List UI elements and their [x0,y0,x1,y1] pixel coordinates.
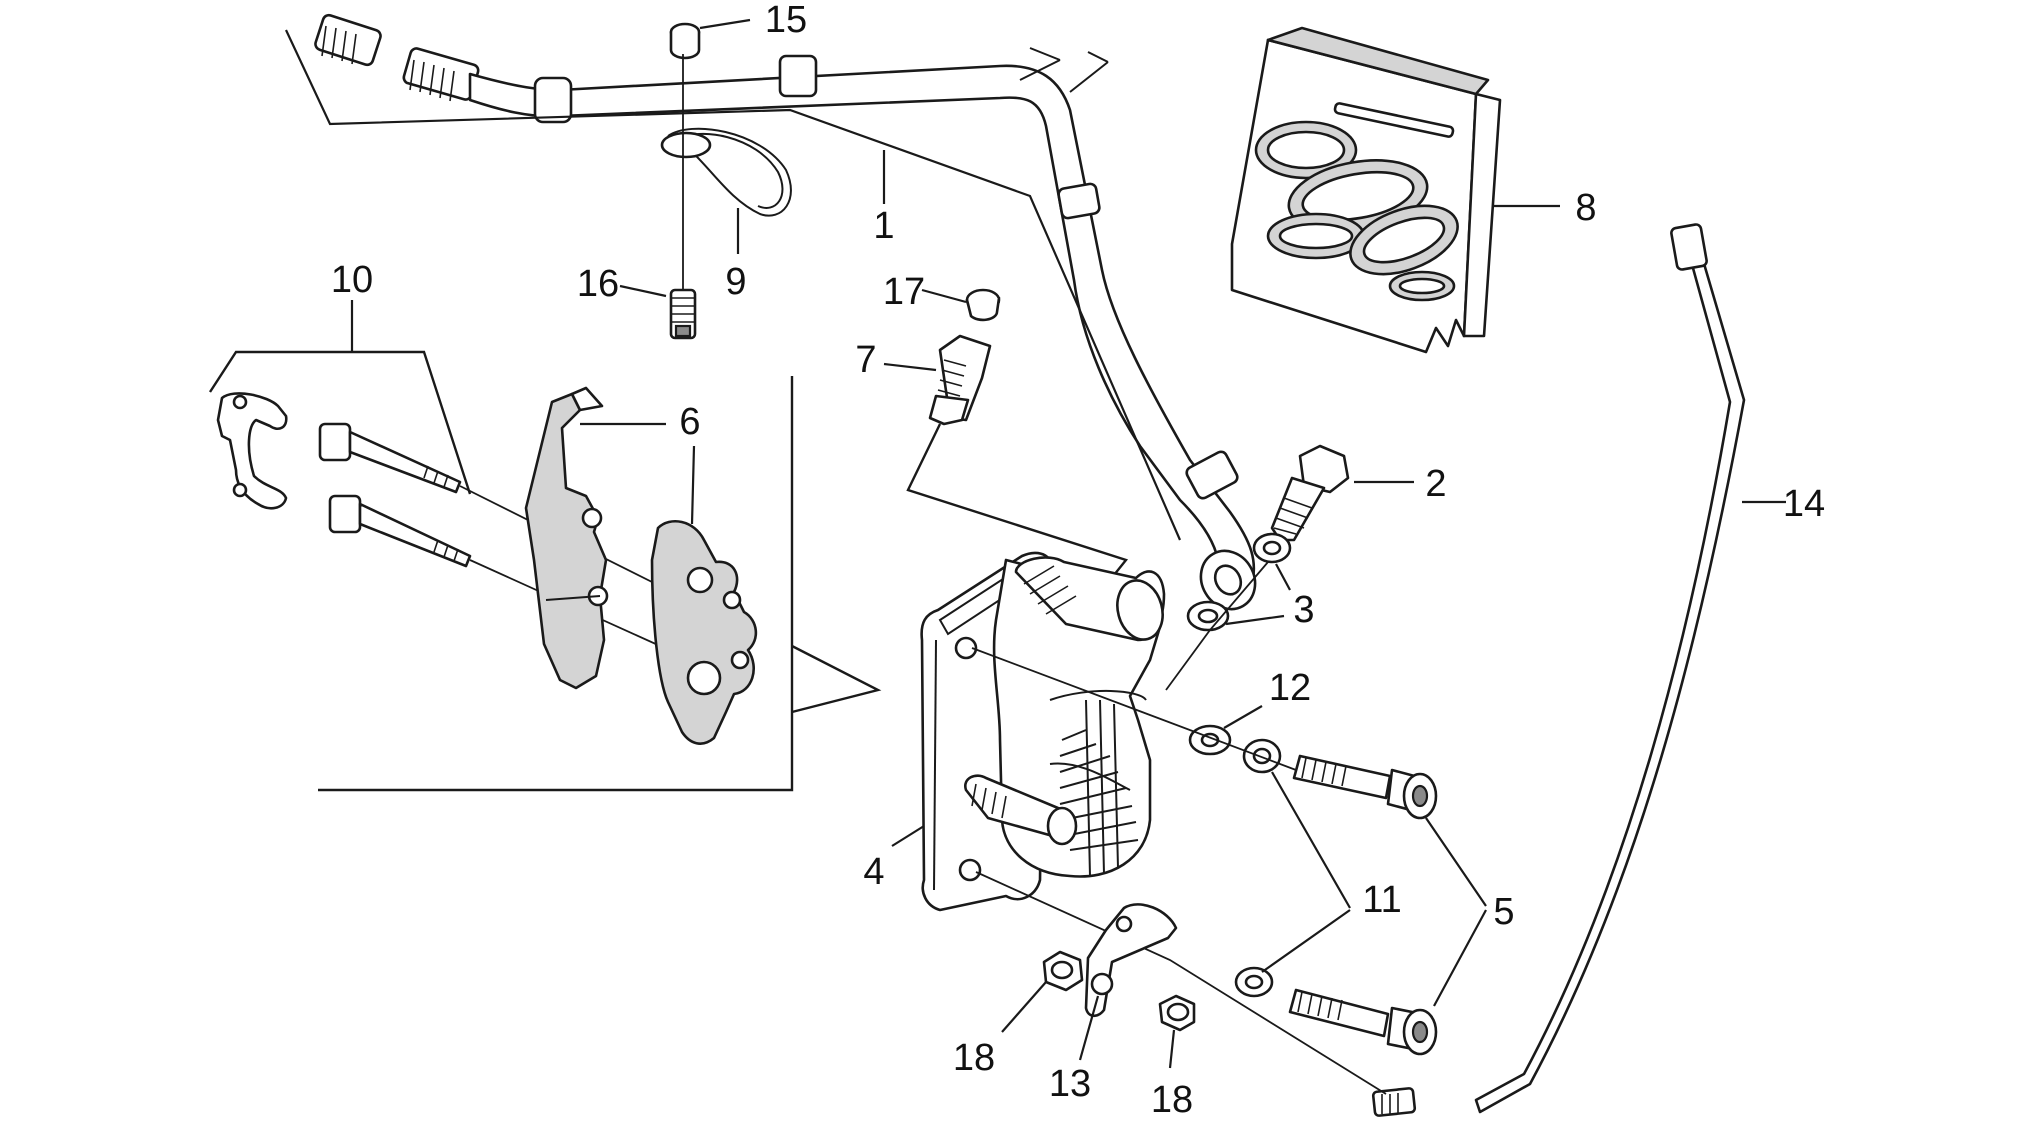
leader-15 [699,18,751,30]
banjo-bolt[interactable] [1270,444,1350,542]
leader-7 [883,362,937,372]
leader-12 [1223,705,1263,729]
copper-washer-upper[interactable] [1252,532,1292,564]
callout-12: 12 [1269,667,1311,709]
leader-18-left [1001,981,1047,1033]
valve-bracket-line [906,423,1129,581]
leader-11 [1261,771,1351,973]
pad-spring-clip[interactable] [216,392,288,510]
callout-3: 3 [1293,589,1314,631]
brake-pad-outer[interactable] [524,386,609,690]
callout-10: 10 [331,259,373,301]
bleeder-cap[interactable] [965,288,1001,322]
callout-9: 9 [725,261,746,303]
callout-7: 7 [855,339,876,381]
washer-12[interactable] [1188,724,1232,756]
callout-6: 6 [679,401,700,443]
hose-bracket-line [285,29,1182,541]
bleeder-valve[interactable] [928,334,992,426]
callout-16: 16 [577,263,619,305]
sealing-ring[interactable] [660,127,792,217]
leader-3 [1225,563,1291,626]
pad-group-frame [318,376,794,792]
hose-fitting-left [314,13,480,102]
callout-5: 5 [1493,891,1514,933]
leader-5 [1425,817,1487,1007]
leader-16 [619,284,667,298]
caliper-bolt-upper[interactable] [1292,754,1438,820]
leader-17 [921,288,967,304]
bolt-axis-lower [975,871,1387,1095]
rigid-brake-line[interactable] [1371,223,1746,1117]
callout-1: 1 [873,205,894,247]
banjo-axis [1165,561,1269,691]
washer-11-lower[interactable] [1234,966,1274,998]
brake-caliper[interactable] [920,551,1169,912]
callout-4: 4 [863,851,884,893]
leader-6 [580,422,696,525]
callout-8: 8 [1575,187,1596,229]
callout-15: 15 [765,0,807,41]
brake-pad-inner[interactable] [650,519,758,745]
leader-4 [891,825,925,847]
callout-11: 11 [1362,879,1401,921]
pad-pin-upper[interactable] [318,422,462,494]
pad-group-pointer [791,644,882,714]
pad-pin-lower[interactable] [328,494,472,568]
brake-hose[interactable] [314,13,1266,619]
callout-2: 2 [1425,463,1446,505]
line-bracket[interactable] [1084,903,1178,1018]
leader-18-right [1168,1029,1176,1069]
callout-18-right: 18 [1151,1079,1193,1121]
nut-18-right[interactable] [1158,994,1196,1032]
callout-14: 14 [1783,483,1825,525]
leader-13 [1078,995,1100,1061]
bleed-cap[interactable] [669,22,701,60]
gasket-kit-packet[interactable] [1230,26,1502,354]
callout-13: 13 [1049,1063,1091,1105]
callout-17: 17 [883,271,925,313]
pad-kit-bracket [208,350,472,495]
washer-11-upper[interactable] [1242,738,1282,774]
caliper-bolt-lower[interactable] [1288,988,1438,1056]
bolt-axis-upper [971,647,1297,771]
copper-washer-lower[interactable] [1186,600,1230,632]
caliper-screw-small[interactable] [669,288,697,340]
nut-18-left[interactable] [1042,950,1084,992]
callout-18-left: 18 [953,1037,995,1079]
